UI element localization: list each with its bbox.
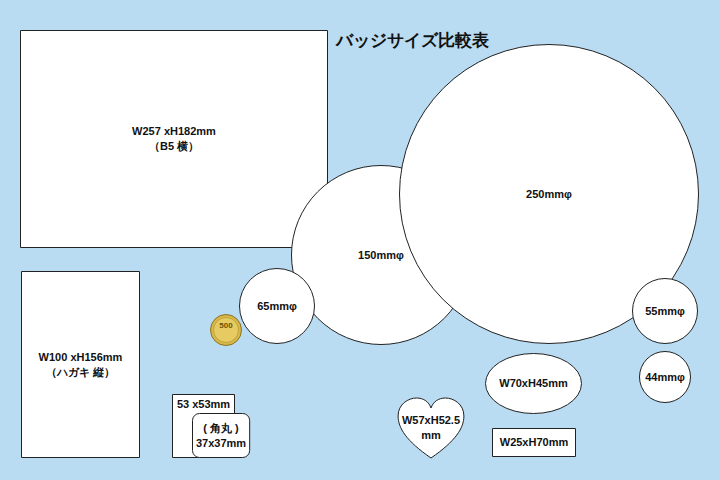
size-label: W100 xH156mm [39, 350, 123, 365]
shape-outline [192, 413, 250, 458]
size-circle: 55mmφ [632, 278, 698, 344]
shape-outline [633, 279, 698, 344]
size-label: 55mmφ [645, 304, 685, 319]
size-box: W25xH70mm [492, 428, 576, 457]
shape-outline [493, 429, 576, 457]
size-label: 44mmφ [645, 370, 685, 385]
shape-outline [22, 272, 140, 458]
size-box: W257 xH182mm（B5 横） [20, 30, 328, 248]
shape-outline [400, 45, 699, 344]
coin-label: 500 [219, 321, 232, 330]
size-label: W70xH45mm [499, 376, 567, 391]
size-label: （B5 横） [149, 139, 199, 154]
shape-outline [396, 396, 466, 460]
size-label: W25xH70mm [500, 435, 568, 450]
shape-outline [21, 31, 328, 248]
shape-outline [240, 269, 315, 344]
size-label: 150mmφ [358, 248, 404, 263]
shape-outline [20, 30, 328, 248]
size-box: ( 角丸 )37x37mm [192, 413, 250, 458]
shape-outline [192, 414, 249, 458]
shape-outline [640, 352, 691, 403]
size-label: W257 xH182mm [132, 124, 216, 139]
size-label: 53 x53mm [177, 397, 230, 412]
size-ellipse: W70xH45mm [485, 353, 582, 414]
size-box: W100 xH156mm（ハガキ 縦） [21, 271, 140, 458]
size-label: 65mmφ [257, 299, 297, 314]
shape-outline [398, 398, 464, 458]
size-label: （ハガキ 縦） [46, 365, 115, 380]
shape-outline [21, 271, 140, 458]
shape-outline [486, 354, 582, 414]
size-circle: 44mmφ [639, 351, 691, 403]
shape-outline [292, 166, 471, 345]
size-label: 37x37mm [196, 436, 246, 451]
size-label: 250mmφ [526, 187, 572, 202]
size-label: W57xH52.5 mm [400, 413, 462, 443]
size-heart: W57xH52.5 mm [396, 396, 466, 460]
diagram-title: バッジサイズ比較表 [336, 29, 489, 52]
size-circle: 65mmφ [239, 268, 315, 344]
size-label: ( 角丸 ) [203, 421, 238, 436]
